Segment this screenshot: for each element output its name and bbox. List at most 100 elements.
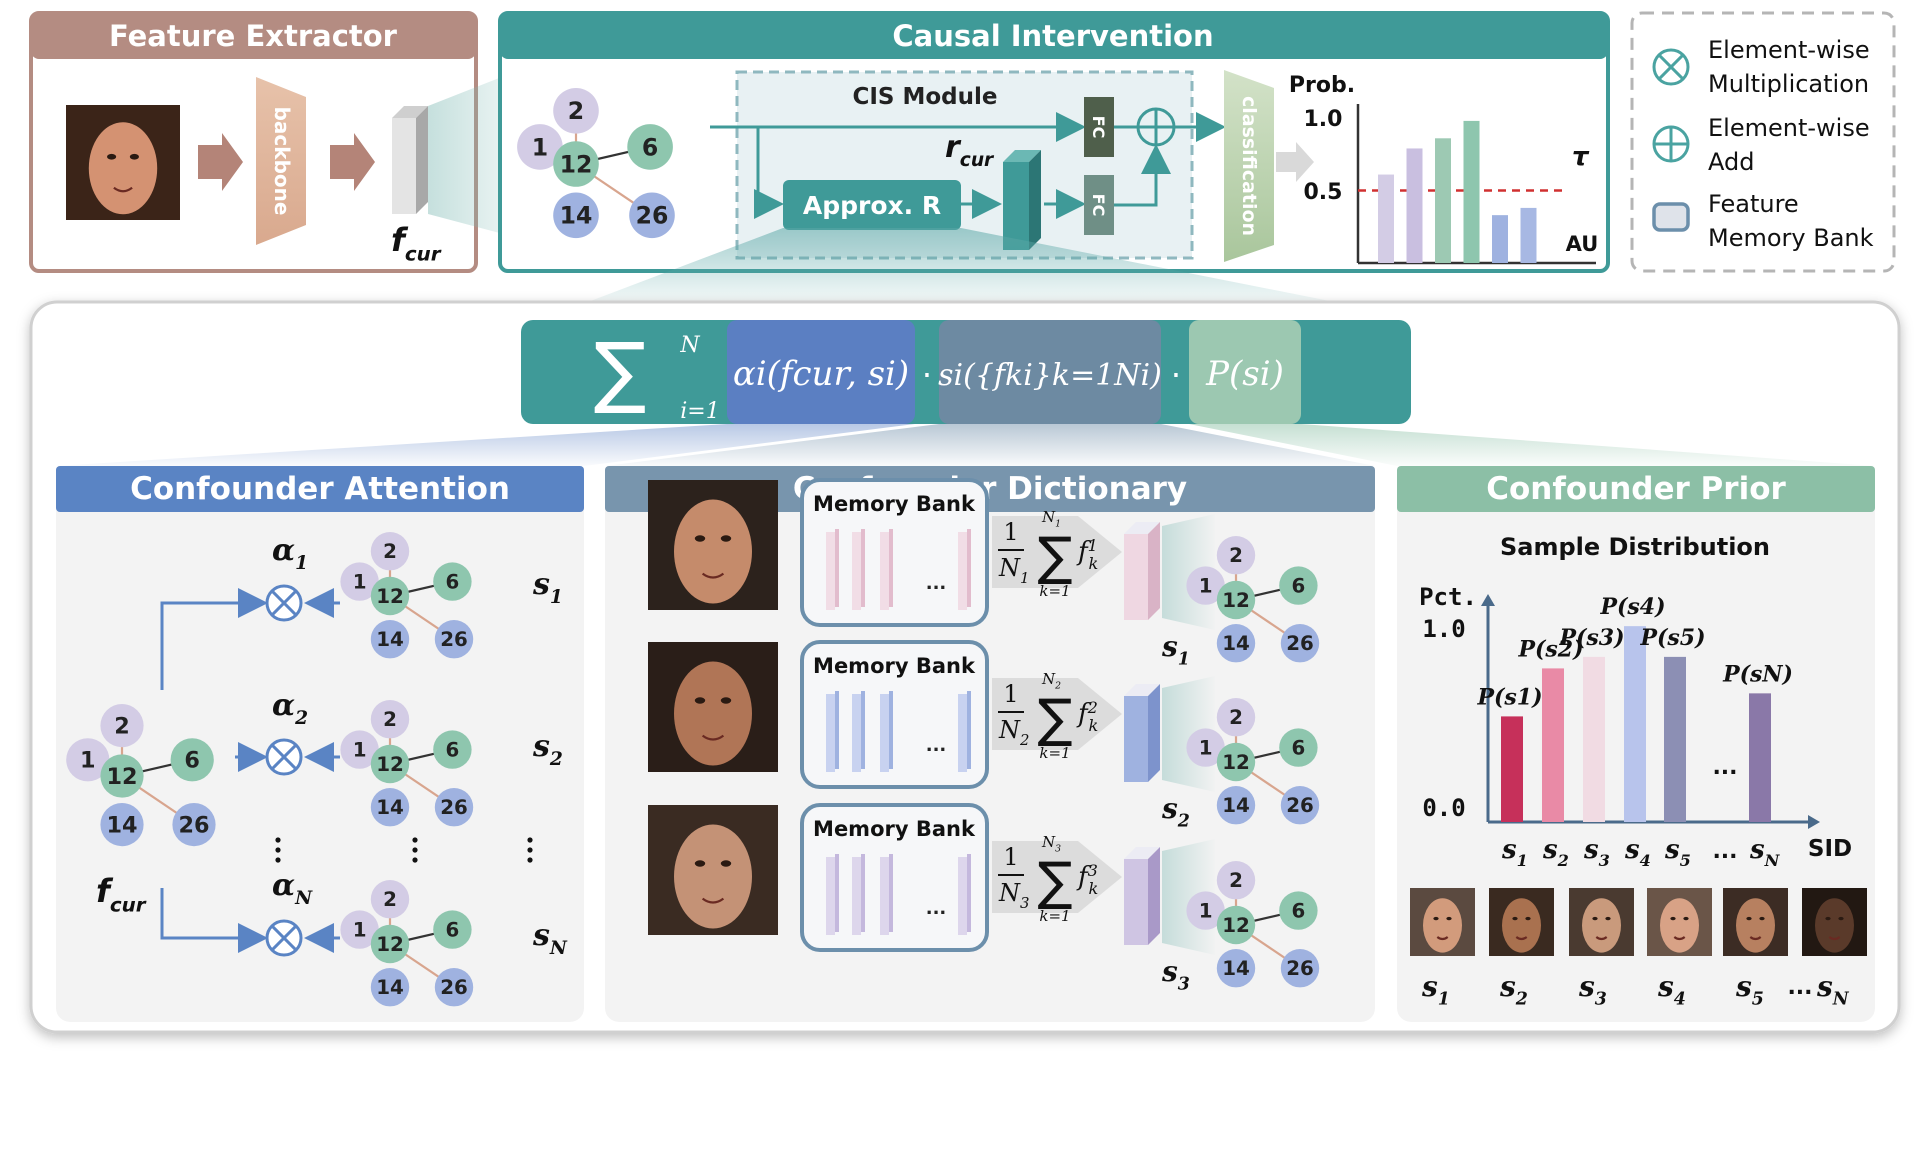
prior-bar (1501, 716, 1523, 822)
fraction-numerator: 1 (1003, 680, 1018, 708)
au-node-label: 2 (383, 708, 397, 731)
au-node (370, 880, 410, 919)
feature-memory-bank-icon (1652, 202, 1690, 232)
au-bar (1463, 120, 1480, 264)
face-eye (1525, 916, 1531, 921)
face-eye (1670, 916, 1676, 921)
formula-dictionary-box (939, 320, 1161, 424)
memory-bank-feature (852, 532, 861, 610)
au-node (553, 88, 599, 134)
au-node-label: 26 (1286, 957, 1314, 980)
prior-bar (1542, 668, 1564, 822)
formula-sum-lower: i=1 (680, 399, 719, 424)
dictionary-subject-label: s1 (1161, 630, 1190, 669)
prior-bar (1664, 656, 1686, 822)
attention-arrow (160, 588, 268, 690)
element-wise-multiplication-icon (1652, 48, 1690, 86)
fc-bottom-label: FC (1089, 194, 1108, 217)
au-node-label: 1 (80, 748, 96, 774)
au-node-label: 6 (446, 919, 460, 942)
cube-front (1124, 696, 1148, 782)
prior-face-image (1410, 888, 1475, 956)
fraction-denominator: N1 (998, 554, 1029, 587)
cube-side (1148, 847, 1160, 945)
au-node-label: 2 (383, 540, 397, 563)
connection-fan (605, 424, 1375, 466)
averaging-arrow (992, 841, 1122, 913)
au-node-label: 1 (1199, 900, 1213, 923)
prior-bar-label: P(s1) (1476, 684, 1542, 710)
rcur-label: rcur (945, 130, 995, 171)
face-eye (107, 153, 117, 160)
ellipsis-dot (527, 837, 533, 843)
au-node (1186, 728, 1225, 767)
au-node (370, 576, 410, 616)
prior-face-image (1489, 888, 1554, 956)
au-node (340, 910, 379, 949)
face-eye (1825, 916, 1831, 921)
dictionary-sum-symbol: ∑ (1037, 852, 1072, 912)
face-eye (1433, 916, 1439, 921)
fc-bottom-box (1084, 175, 1114, 235)
au-node (170, 738, 214, 782)
prior-bar-label: P(s3) (1558, 625, 1624, 651)
au-node-label: 26 (440, 628, 468, 651)
ellipsis-dot (412, 837, 418, 843)
prior-bar-label: P(s4) (1599, 594, 1665, 620)
dictionary-face-image (648, 480, 778, 610)
face-mouth (113, 186, 133, 193)
au-node-label: 26 (636, 202, 669, 230)
au-node (66, 738, 110, 782)
au-node-label: 12 (106, 764, 137, 790)
prior-x-arrowhead (1808, 815, 1820, 829)
prior-face-image (1569, 888, 1634, 956)
prior-tick: 1.0 (1422, 615, 1465, 643)
confounder-attention-title: Confounder Attention (130, 471, 510, 507)
prior-tick-label: s4 (1624, 835, 1651, 870)
memory-bank-label: Memory Bank (813, 492, 976, 516)
attention-arrow (160, 888, 268, 953)
face-skin (1660, 898, 1699, 953)
memory-bank-feature (889, 691, 893, 769)
formula-sum-symbol: ∑ (594, 327, 647, 417)
attention-fcur-label: fcur (96, 872, 147, 917)
ellipsis-dot (412, 847, 418, 853)
prior-bar (1583, 656, 1605, 822)
attention-alpha-label: αN (272, 868, 313, 909)
au-node (553, 141, 599, 187)
au-node (100, 803, 144, 847)
prior-face-label: s5 (1735, 970, 1764, 1009)
connection-fan (580, 228, 1350, 305)
au-node-label: 14 (376, 796, 404, 819)
face-eye (129, 153, 139, 160)
au-node (100, 754, 144, 798)
au-chart-tick: 0.5 (1304, 180, 1343, 205)
au-node-label: 2 (383, 888, 397, 911)
causal-intervention-title: Causal Intervention (892, 19, 1213, 53)
face-skin (1423, 898, 1462, 953)
au-node-label: 26 (1286, 632, 1314, 655)
dictionary-subject-label: s3 (1161, 955, 1190, 994)
prior-bar-label: P(s2) (1517, 636, 1583, 662)
prior-face-label: s1 (1421, 970, 1450, 1009)
face-eye (720, 697, 732, 704)
op-stroke (271, 925, 297, 951)
au-node (1186, 891, 1225, 930)
memory-bank-feature (880, 694, 889, 772)
face-eye (1446, 916, 1452, 921)
memory-bank-box (800, 803, 989, 952)
au-bar (1406, 148, 1423, 263)
face-eye (1759, 916, 1765, 921)
prior-face-image (1647, 888, 1712, 956)
au-node (100, 704, 144, 748)
memory-bank-feature (889, 529, 893, 607)
au-node (172, 803, 216, 847)
dictionary-sum-upper: N2 (1041, 670, 1061, 692)
au-node-label: 2 (568, 97, 584, 125)
au-node-label: 26 (178, 813, 209, 839)
formula-dot: · (1171, 356, 1181, 394)
approx-r-label: Approx. R (803, 191, 941, 220)
memory-bank-feature (826, 694, 835, 772)
